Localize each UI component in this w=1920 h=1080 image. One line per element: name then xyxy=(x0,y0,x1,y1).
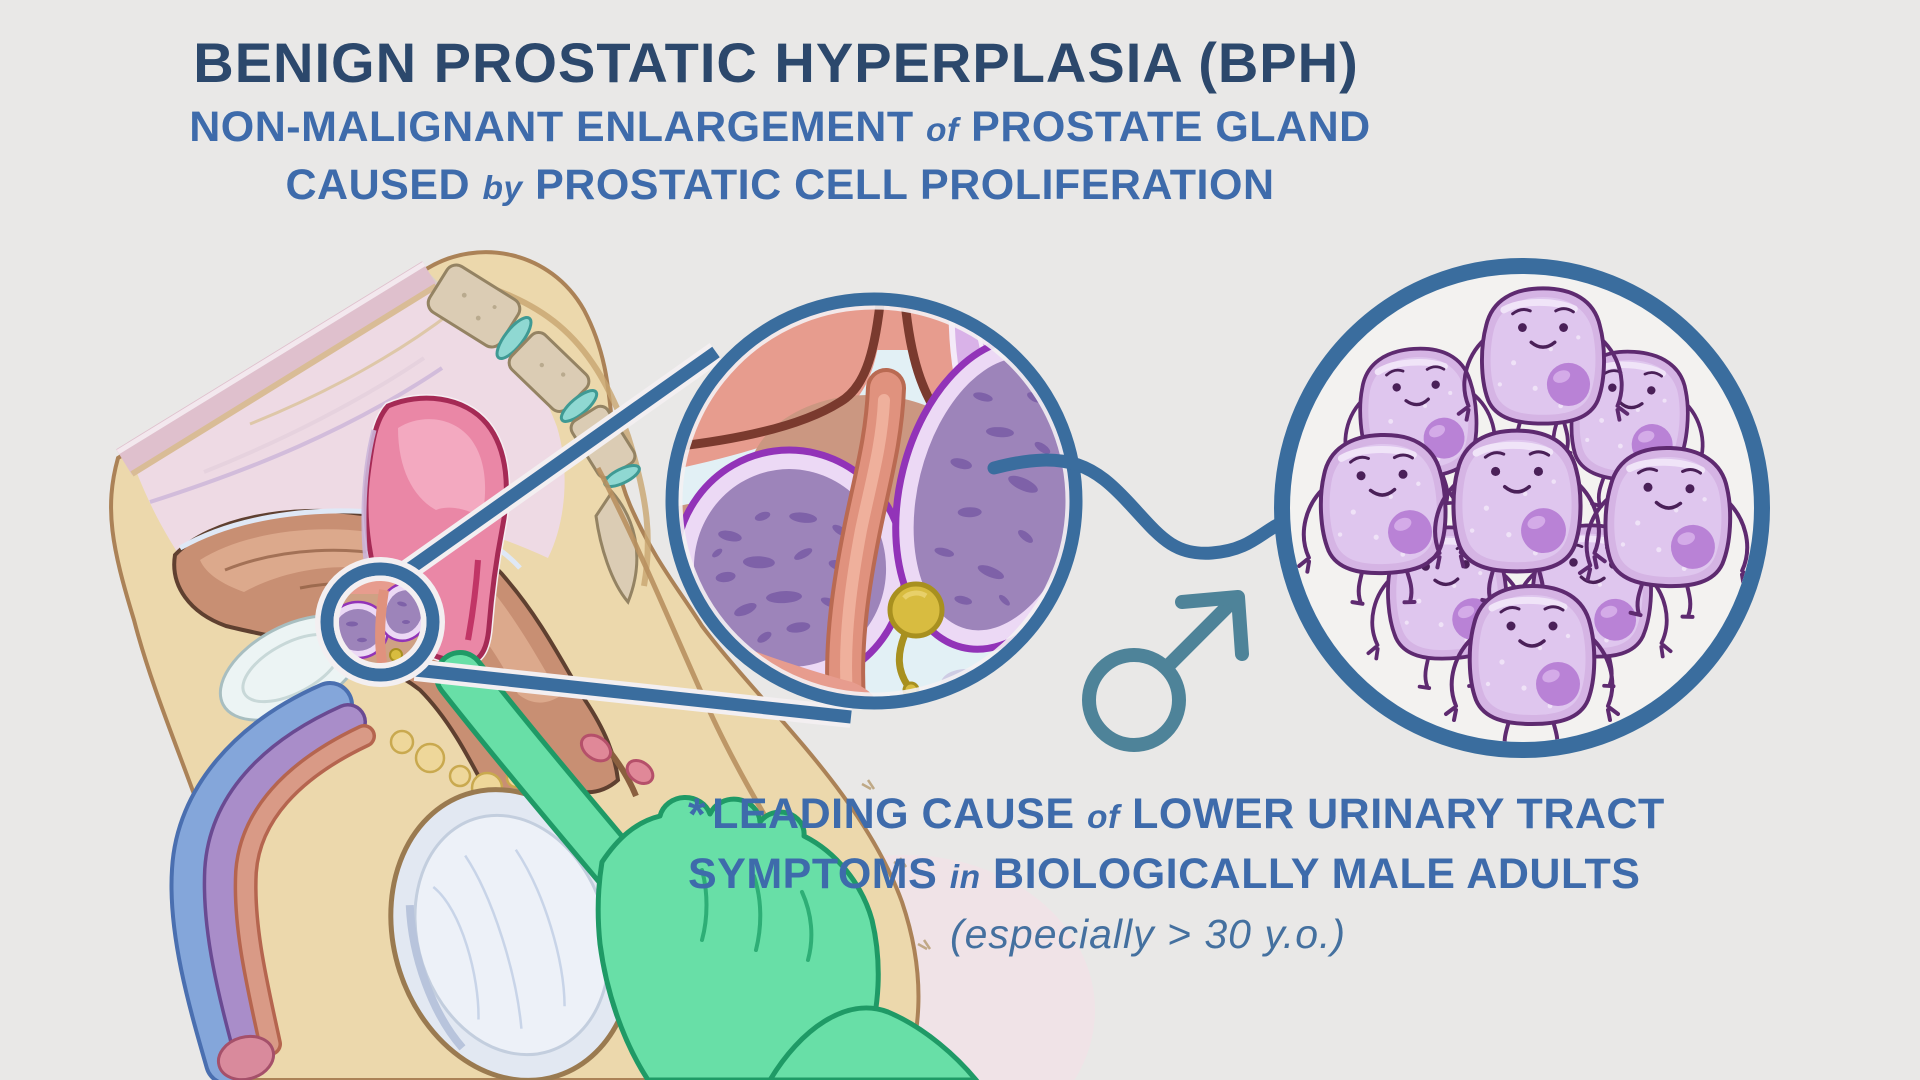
prostate-callout-ring xyxy=(315,557,445,687)
footnote: *LEADING CAUSE of LOWER URINARY TRACT SY… xyxy=(688,786,1665,963)
index-finger xyxy=(439,655,639,889)
page-subtitle: NON-MALIGNANT ENLARGEMENT of PROSTATE GL… xyxy=(0,100,1560,216)
pelvis-section-illustration xyxy=(109,250,1095,1080)
subtitle-line-2: CAUSED by PROSTATIC CELL PROLIFERATION xyxy=(285,161,1275,209)
magnifier-lines xyxy=(401,343,853,728)
asterisk: * xyxy=(688,789,707,840)
gloved-hand xyxy=(434,650,980,1080)
footnote-line-2: SYMPTOMS in BIOLOGICALLY MALE ADULTS xyxy=(688,850,1641,898)
subtitle-line-1: NON-MALIGNANT ENLARGEMENT of PROSTATE GL… xyxy=(189,103,1371,151)
connector-line xyxy=(987,453,1293,560)
cell-cluster-circle xyxy=(1274,258,1770,758)
male-symbol-icon xyxy=(1082,590,1249,752)
penis-cross-section xyxy=(169,681,376,1080)
testis xyxy=(388,787,636,1080)
footnote-line-3: (especially > 30 y.o.) xyxy=(949,911,1347,957)
page-title: BENIGN PROSTATIC HYPERPLASIA (BPH) xyxy=(193,31,1359,94)
footnote-line-1: *LEADING CAUSE of LOWER URINARY TRACT xyxy=(688,789,1665,840)
